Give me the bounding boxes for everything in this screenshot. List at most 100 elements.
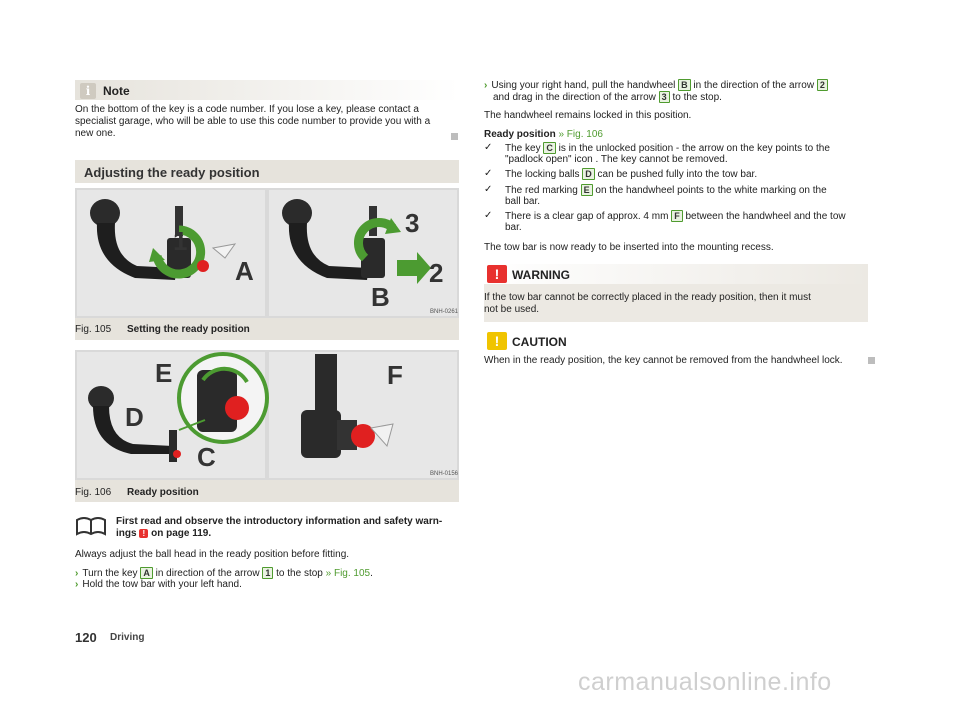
fig106-link[interactable]: » Fig. 106 — [558, 129, 603, 140]
check-item-1: The key C is in the unlocked position - … — [505, 142, 830, 155]
figure-105: 1 A 3 2 B BNH-0261 — [75, 188, 459, 318]
check4-a: There is a clear gap of approx. 4 mm — [505, 211, 669, 222]
step-chevron-icon: › — [484, 80, 488, 91]
note-header — [75, 80, 459, 100]
locked-text: The handwheel remains locked in this pos… — [484, 110, 692, 121]
caution-icon: ! — [487, 332, 507, 350]
intro-line2: ings ! on page 119. — [116, 528, 211, 540]
intro-line1: First read and observe the introductory … — [116, 516, 443, 527]
check3-a: The red marking — [505, 185, 578, 196]
check-mark-icon: ✓ — [484, 184, 493, 195]
fig106-letter-c: C — [197, 442, 216, 472]
warning-header — [484, 264, 868, 284]
check1-a: The key — [505, 143, 541, 154]
end-marker-icon — [868, 357, 875, 364]
figure-105-illustration: 1 A 3 2 B BNH-0261 — [77, 190, 459, 316]
tow-bar-ready-icon — [88, 352, 269, 462]
ready-label: Ready position — [484, 129, 556, 140]
key-marker-c: C — [543, 142, 556, 154]
watermark: carmanualsonline.info — [578, 668, 832, 696]
step3-text-d: to the stop. — [672, 92, 722, 103]
fig106-letter-e: E — [155, 358, 172, 388]
page-number: 120 — [75, 630, 97, 645]
note-body-line2: specialist garage, who will be able to u… — [75, 116, 431, 127]
check-item-4: There is a clear gap of approx. 4 mm F b… — [505, 210, 846, 223]
figure-106: E D C F BNH-0156 — [75, 350, 459, 480]
step-2: ›Hold the tow bar with your left hand. — [75, 579, 242, 591]
check-mark-icon: ✓ — [484, 210, 493, 221]
section-header — [75, 160, 459, 183]
check4-b: between the handwheel and the tow — [685, 211, 846, 222]
step2-text: Hold the tow bar with your left hand. — [82, 579, 242, 590]
check3-b: on the handwheel points to the white mar… — [595, 185, 827, 196]
fig105-letter-b: B — [371, 282, 390, 312]
figure-106-caption-bar — [75, 480, 459, 502]
tow-bar-right-icon — [282, 199, 431, 284]
key-marker-f: F — [671, 210, 683, 222]
check-mark-icon: ✓ — [484, 168, 493, 179]
step-chevron-icon: › — [75, 568, 79, 579]
arrow-marker-2: 2 — [816, 79, 828, 91]
fig105-letter-3: 3 — [405, 208, 419, 238]
step1-end: . — [370, 568, 373, 579]
figure-106-illustration: E D C F BNH-0156 — [77, 352, 459, 478]
intro-line2-a: ings — [116, 528, 137, 539]
fig105-letter-a: A — [235, 256, 254, 286]
check-item-3: The red marking E on the handwheel point… — [505, 184, 827, 197]
step-3-cont: and drag in the direction of the arrow 3… — [493, 91, 722, 104]
check-item-2: The locking balls D can be pushed fully … — [505, 168, 757, 181]
fig106-letter-f: F — [387, 360, 403, 390]
note-heading: Note — [103, 84, 130, 98]
tow-bar-side-icon — [301, 354, 394, 458]
key-marker-b: B — [678, 79, 691, 91]
warning-icon: ! — [487, 265, 507, 283]
step1-text-c: to the stop — [276, 568, 323, 579]
figure-106-caption: Ready position — [127, 487, 199, 498]
end-marker-icon — [451, 133, 458, 140]
figure-105-caption-bar — [75, 318, 459, 340]
check2-b: can be pushed fully into the tow bar. — [597, 169, 758, 180]
key-marker-a: A — [140, 567, 153, 579]
check2-a: The locking balls — [505, 169, 580, 180]
ready-insert-text: The tow bar is now ready to be inserted … — [484, 242, 774, 253]
always-text: Always adjust the ball head in the ready… — [75, 549, 350, 560]
section-title: Adjusting the ready position — [84, 165, 260, 180]
caution-heading: CAUTION — [512, 335, 567, 349]
step3-text-c: and drag in the direction of the arrow — [493, 92, 656, 103]
key-marker-d: D — [582, 168, 595, 180]
warning-line2: not be used. — [484, 304, 540, 315]
info-icon: i — [80, 83, 96, 99]
step-3: ›Using your right hand, pull the handwhe… — [484, 79, 828, 92]
warning-line1: If the tow bar cannot be correctly place… — [484, 292, 811, 303]
fig106-letter-d: D — [125, 402, 144, 432]
caution-header — [484, 331, 868, 351]
note-body-line3: new one. — [75, 128, 116, 139]
check1-b: is in the unlocked position - the arrow … — [558, 143, 830, 154]
note-body-line1: On the bottom of the key is a code numbe… — [75, 104, 419, 115]
check-item-4-cont: bar. — [505, 222, 522, 233]
figure-106-label: Fig. 106 — [75, 487, 112, 498]
warning-heading: WARNING — [512, 268, 570, 282]
step3-text-b: in the direction of the arrow — [693, 80, 815, 91]
step3-text-a: Using your right hand, pull the handwhee… — [491, 80, 676, 91]
check-mark-icon: ✓ — [484, 142, 493, 153]
figure-105-label: Fig. 105 — [75, 324, 112, 335]
fig105-code: BNH-0261 — [430, 309, 459, 315]
step-1: ›Turn the key A in direction of the arro… — [75, 567, 373, 580]
warning-ref-icon: ! — [139, 529, 149, 538]
figure-105-caption: Setting the ready position — [127, 324, 250, 335]
key-marker-e: E — [580, 184, 593, 196]
step-chevron-icon: › — [75, 579, 79, 590]
fig105-link[interactable]: » Fig. 105 — [325, 568, 371, 579]
fig105-letter-2: 2 — [429, 258, 443, 288]
fig106-code: BNH-0156 — [430, 471, 459, 477]
step1-text-a: Turn the key — [82, 568, 138, 579]
arrow-marker-3: 3 — [658, 91, 670, 103]
intro-line2-b: on page 119. — [151, 528, 212, 539]
fig105-letter-1: 1 — [173, 226, 187, 256]
tow-bar-left-icon — [90, 199, 237, 280]
footer-section: Driving — [110, 632, 145, 643]
check-item-1-cont: "padlock open" icon . The key cannot be … — [505, 154, 728, 165]
caution-body: When in the ready position, the key cann… — [484, 355, 843, 366]
book-icon — [76, 517, 106, 536]
